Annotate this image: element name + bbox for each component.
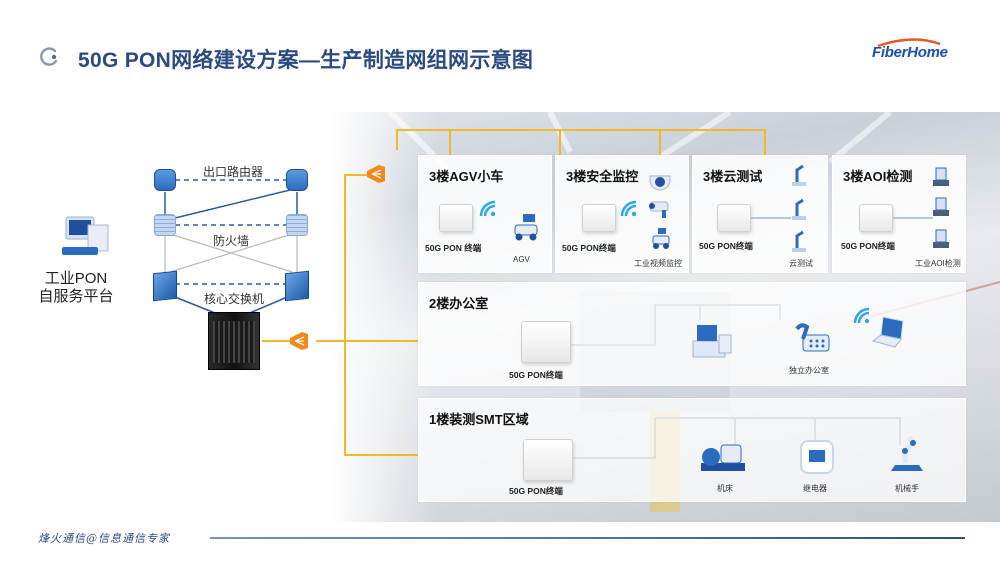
footer-divider bbox=[210, 537, 965, 539]
panel-3f-agv: 3楼AGV小车 50G PON 终端 AGV bbox=[418, 155, 552, 273]
firewall-icon-right[interactable] bbox=[286, 214, 308, 236]
onu-terminal-icon bbox=[582, 204, 616, 232]
router-icon-left[interactable] bbox=[154, 169, 176, 191]
bullet-camera-icon bbox=[649, 201, 669, 218]
logo-swoosh-icon bbox=[877, 38, 941, 48]
agv-robot-icon bbox=[514, 214, 538, 241]
laptop-icon bbox=[871, 316, 904, 348]
onu-label: 50G PON终端 bbox=[509, 486, 563, 496]
logo-text: FiberHome bbox=[872, 44, 948, 61]
device-label-relay: 继电器 bbox=[803, 484, 827, 493]
aoi-machine-icon bbox=[933, 197, 949, 216]
aoi-machine-icon bbox=[933, 229, 949, 248]
firewall-icon-left[interactable] bbox=[154, 214, 176, 236]
desk-phone-icon bbox=[795, 323, 830, 352]
panel-title: 3楼云测试 bbox=[703, 169, 763, 184]
panel-3f-aoi: 3楼AOI检测 50G PON终端 工业AOI检测 bbox=[832, 155, 966, 273]
machine-tool-icon bbox=[701, 444, 745, 471]
panel-title: 1楼装测SMT区域 bbox=[429, 412, 529, 427]
onu-label: 50G PON 终端 bbox=[425, 243, 482, 253]
onu-terminal-icon bbox=[717, 204, 751, 232]
panel-3f-cloud-test: 3楼云测试 50G PON终端 云测试 bbox=[692, 155, 828, 273]
test-arm-icon bbox=[792, 198, 806, 220]
splitter-icon-top bbox=[367, 165, 385, 183]
panel-2f-office: 2楼办公室 50G PON终端 独立办公室 bbox=[418, 282, 966, 386]
onu-label: 50G PON终端 bbox=[509, 370, 563, 380]
router-label: 出口路由器 bbox=[203, 165, 264, 179]
test-arm-icon bbox=[792, 164, 806, 186]
device-label-machine-tool: 机床 bbox=[717, 484, 733, 493]
panel-title: 3楼AGV小车 bbox=[429, 169, 504, 184]
device-label: AGV bbox=[513, 255, 530, 264]
panel-title: 2楼办公室 bbox=[429, 296, 489, 311]
firewall-label: 防火墙 bbox=[213, 234, 250, 248]
wifi-icon bbox=[479, 200, 496, 217]
olt-chassis-icon[interactable] bbox=[208, 312, 260, 370]
onu-terminal-icon bbox=[859, 204, 893, 232]
platform-label: 工业PON 自服务平台 bbox=[36, 270, 116, 306]
device-label-robotic-arm: 机械手 bbox=[895, 484, 919, 493]
page-title: 50G PON网络建设方案—生产制造网组网示意图 bbox=[78, 49, 534, 72]
onu-label: 50G PON终端 bbox=[562, 243, 616, 253]
device-label: 独立办公室 bbox=[789, 366, 829, 375]
panel-title: 3楼安全监控 bbox=[566, 169, 639, 184]
onu-terminal-icon bbox=[521, 321, 571, 363]
wifi-icon bbox=[620, 200, 637, 217]
ring-logo-icon bbox=[40, 47, 58, 66]
core-switch-icon-left[interactable] bbox=[153, 270, 177, 302]
panel-3f-security: 3楼安全监控 50G PON终端 工业视频监控 bbox=[555, 155, 689, 273]
onu-label: 50G PON终端 bbox=[699, 241, 753, 251]
link-line bbox=[893, 217, 933, 219]
device-label: 云测试 bbox=[789, 259, 813, 268]
robotic-arm-icon bbox=[891, 435, 923, 471]
desktop-computer-icon bbox=[692, 325, 732, 358]
device-label: 工业AOI检测 bbox=[915, 259, 961, 268]
panel-title: 3楼AOI检测 bbox=[843, 169, 913, 184]
fiberhome-logo: FiberHome bbox=[868, 36, 948, 66]
footer-slogan: 烽火通信@信息通信专家 bbox=[38, 532, 170, 545]
computer-icon bbox=[62, 216, 109, 255]
wifi-icon bbox=[853, 307, 870, 324]
core-switch-icon-right[interactable] bbox=[285, 270, 309, 302]
onu-label: 50G PON终端 bbox=[841, 241, 895, 251]
router-icon-right[interactable] bbox=[286, 169, 308, 191]
link-line bbox=[751, 217, 791, 219]
device-label: 工业视频监控 bbox=[634, 259, 682, 268]
panel-1f-smt: 1楼装测SMT区域 50G PON终端 机床 继电器 机械手 bbox=[418, 398, 966, 502]
aoi-machine-icon bbox=[933, 167, 949, 186]
core-switch-label: 核心交换机 bbox=[204, 292, 265, 306]
dome-camera-icon bbox=[649, 175, 671, 191]
onu-terminal-icon bbox=[439, 204, 473, 232]
platform-label-line1: 工业PON bbox=[44, 270, 108, 287]
onu-terminal-icon bbox=[523, 439, 573, 481]
relay-icon bbox=[800, 440, 834, 474]
robot-camera-icon bbox=[652, 228, 670, 249]
test-arm-icon bbox=[792, 230, 806, 252]
splitter-icon-bottom bbox=[290, 332, 308, 350]
platform-label-line2: 自服务平台 bbox=[38, 288, 114, 305]
